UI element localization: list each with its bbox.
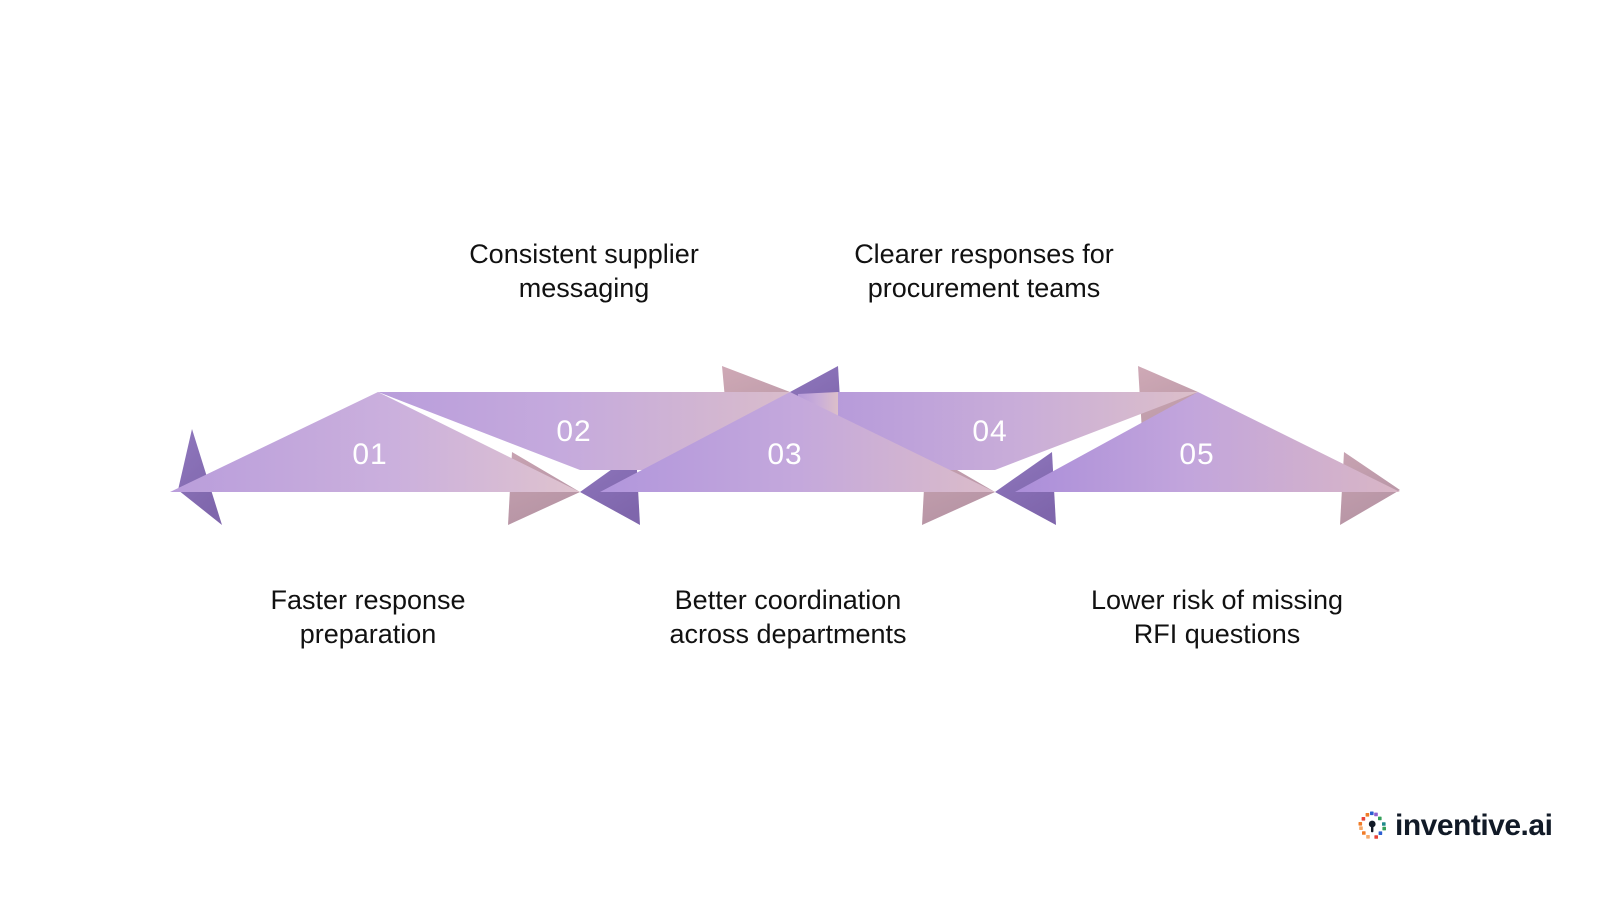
lower-segment-05 xyxy=(1015,392,1400,492)
brand-logo: inventive.ai xyxy=(1358,806,1553,846)
upper-segment-04 xyxy=(838,392,1198,470)
step-caption-05: Lower risk of missing RFI questions xyxy=(1090,585,1344,650)
inventive-pinwheel-icon xyxy=(1358,811,1386,839)
step-number-05: 05 xyxy=(1179,438,1214,471)
step-caption-04: Clearer responses for procurement teams xyxy=(854,239,1114,304)
step-number-labels: 01 02 03 04 05 xyxy=(352,415,1214,471)
step-caption-02: Consistent supplier messaging xyxy=(469,239,699,304)
step-number-02: 02 xyxy=(556,415,591,448)
step-number-01: 01 xyxy=(352,438,387,471)
fold-tail-01-left xyxy=(178,429,222,525)
step-number-04: 04 xyxy=(972,415,1007,448)
step-number-03: 03 xyxy=(767,438,802,471)
logo-wordmark: inventive.ai xyxy=(1395,809,1553,842)
lower-arrow-band xyxy=(170,392,1400,492)
step-caption-01: Faster response preparation xyxy=(270,585,466,650)
lower-segment-01 xyxy=(170,392,580,492)
lower-segment-03 xyxy=(600,392,995,492)
step-caption-03: Better coordination across departments xyxy=(669,585,907,650)
